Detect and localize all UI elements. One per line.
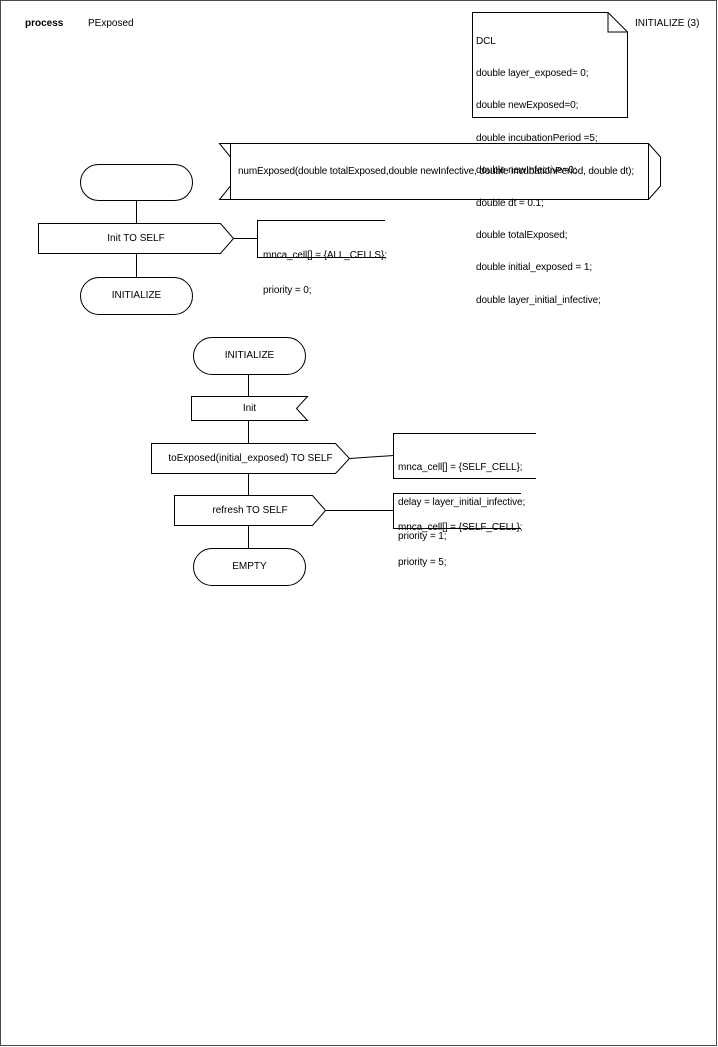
state-label-initialize: INITIALIZE bbox=[224, 350, 275, 361]
declaration-fold bbox=[607, 12, 628, 33]
declaration-line: DCL bbox=[476, 35, 496, 47]
output-label-refresh: refresh TO SELF bbox=[212, 505, 288, 516]
output-symbol-toexposed bbox=[151, 443, 351, 474]
declaration-line: double incubationPeriod =5; bbox=[476, 132, 598, 144]
declaration-line: double dt = 0.1; bbox=[476, 197, 544, 209]
input-label-init: Init bbox=[242, 403, 257, 414]
comment-bracket-refresh bbox=[393, 493, 521, 529]
comment-connector bbox=[349, 455, 394, 459]
declaration-line: double initial_exposed = 1; bbox=[476, 262, 593, 274]
comment-line: priority = 5; bbox=[398, 556, 447, 568]
comment-line: mnca_cell[] = {SELF_CELL}; bbox=[398, 522, 523, 533]
declaration-line: double layer_exposed= 0; bbox=[476, 67, 589, 79]
comment-line: mnca_cell[] = {SELF_CELL}; bbox=[398, 462, 523, 473]
declaration-line: double totalExposed; bbox=[476, 229, 568, 241]
output-label-toexposed: toExposed(initial_exposed) TO SELF bbox=[168, 453, 333, 464]
output-symbol-refresh bbox=[174, 495, 327, 526]
comment-line: delay = layer_initial_infective; bbox=[398, 496, 526, 508]
declaration-line: double newExposed=0; bbox=[476, 100, 579, 112]
procedure-signature: numExposed(double totalExposed,double ne… bbox=[238, 166, 634, 177]
comment-line: mnca_cell[] = {ALL_CELLS}; bbox=[263, 250, 387, 261]
nextstate-label-empty: EMPTY bbox=[232, 561, 267, 572]
declaration-box bbox=[472, 12, 628, 118]
comment-toexposed: mnca_cell[] = {SELF_CELL}; delay = layer… bbox=[398, 439, 525, 554]
start-symbol bbox=[80, 164, 193, 201]
nextstate-initialize bbox=[80, 277, 193, 315]
output-symbol-init bbox=[38, 223, 235, 254]
page-name: INITIALIZE (3) bbox=[635, 18, 700, 29]
comment-bracket-init bbox=[257, 220, 385, 258]
input-symbol-init bbox=[191, 396, 309, 421]
comment-line: priority = 0; bbox=[263, 284, 312, 296]
nextstate-empty bbox=[193, 548, 306, 586]
nextstate-label-initialize: INITIALIZE bbox=[111, 290, 162, 301]
declaration-line: double newInfective=0; bbox=[476, 165, 577, 177]
comment-line: priority = 1; bbox=[398, 531, 447, 542]
comment-refresh: mnca_cell[] = {SELF_CELL}; priority = 5; bbox=[398, 499, 523, 580]
comment-bracket-toexposed bbox=[393, 433, 536, 479]
output-label-init: Init TO SELF bbox=[107, 233, 165, 244]
state-initialize bbox=[193, 337, 306, 375]
process-name: PExposed bbox=[88, 18, 134, 29]
process-keyword: process bbox=[25, 18, 64, 29]
comment-init: mnca_cell[] = {ALL_CELLS}; priority = 0; bbox=[263, 227, 387, 308]
declaration-line: double layer_initial_infective; bbox=[476, 294, 601, 306]
declarations-text: DCL double layer_exposed= 0; double newE… bbox=[476, 15, 601, 317]
